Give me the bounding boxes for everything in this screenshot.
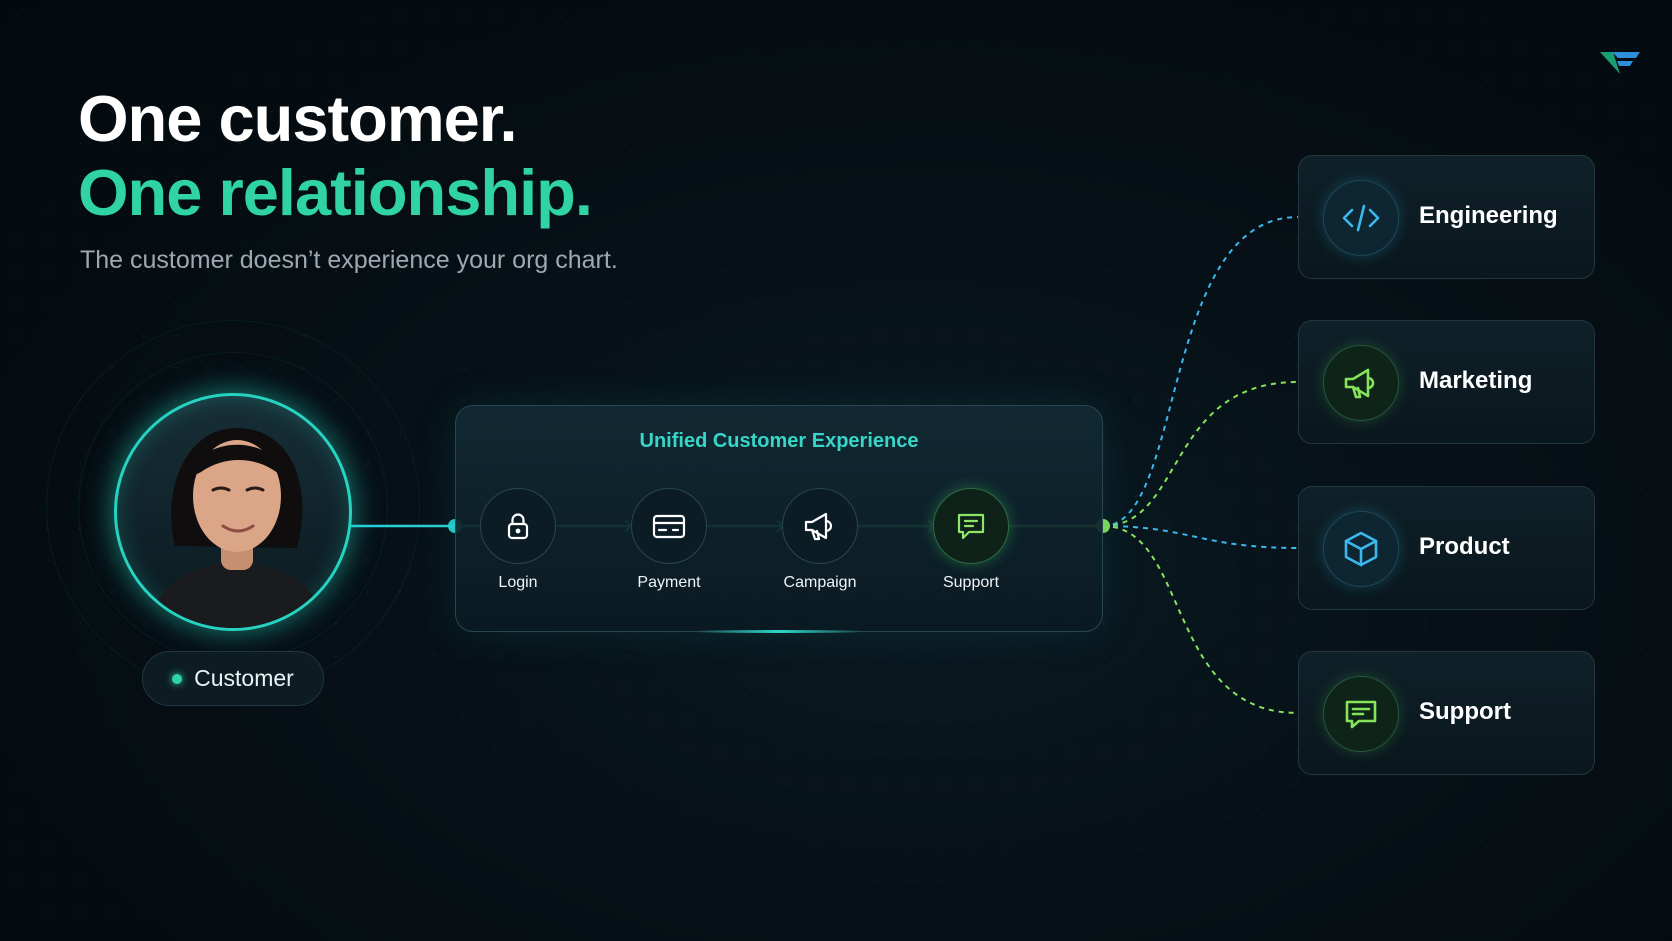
department-card-product: Product [1298,486,1595,610]
step-login: Login [463,488,573,592]
department-icon-circle [1323,345,1399,421]
step-payment: Payment [614,488,724,592]
lock-icon [507,513,529,540]
customer-label-pill: Customer [142,651,324,706]
status-dot [172,673,183,684]
headline-line-2: One relationship. [78,156,593,229]
chat-bubble-icon [957,513,985,540]
code-icon [1342,204,1380,232]
step-label: Payment [637,574,701,591]
department-name: Engineering [1419,202,1558,229]
step-support: Support [916,488,1026,592]
step-payment-circle [631,488,707,564]
cube-icon [1344,531,1378,567]
department-card-marketing: Marketing [1298,320,1595,444]
step-login-circle [480,488,556,564]
step-campaign-circle [782,488,858,564]
branch-engineering [1102,216,1299,527]
branch-support [1102,525,1299,714]
subtitle: The customer doesn’t experience your org… [80,246,618,274]
department-icon-circle [1323,511,1399,587]
headline-line-1: One customer. [78,82,518,155]
department-icon-circle [1323,676,1399,752]
megaphone-icon [804,512,833,541]
megaphone-icon [1344,368,1375,399]
branch-marketing [1102,381,1299,527]
department-card-engineering: Engineering [1298,155,1595,279]
headline: One customer. One relationship. [78,82,593,230]
department-name: Support [1419,698,1511,725]
unified-experience-panel: Unified Customer Experience Login Paymen… [455,405,1103,633]
step-label: Campaign [783,574,857,591]
step-label: Login [498,574,538,591]
customer-portrait [146,427,328,628]
panel-underglow [696,630,862,633]
customer-avatar [114,393,352,631]
department-name: Marketing [1419,367,1533,394]
customer-label: Customer [194,665,294,691]
branch-product [1102,525,1299,549]
department-branches [1102,216,1299,714]
step-label: Support [942,574,1000,591]
experience-title: Unified Customer Experience [639,430,919,452]
department-icon-circle [1323,180,1399,256]
credit-card-icon [652,514,686,539]
department-name: Product [1419,533,1510,560]
chat-bubble-icon [1345,700,1377,729]
step-campaign: Campaign [765,488,875,592]
step-support-circle [933,488,1009,564]
brand-logo [1600,52,1640,74]
department-card-support: Support [1298,651,1595,775]
